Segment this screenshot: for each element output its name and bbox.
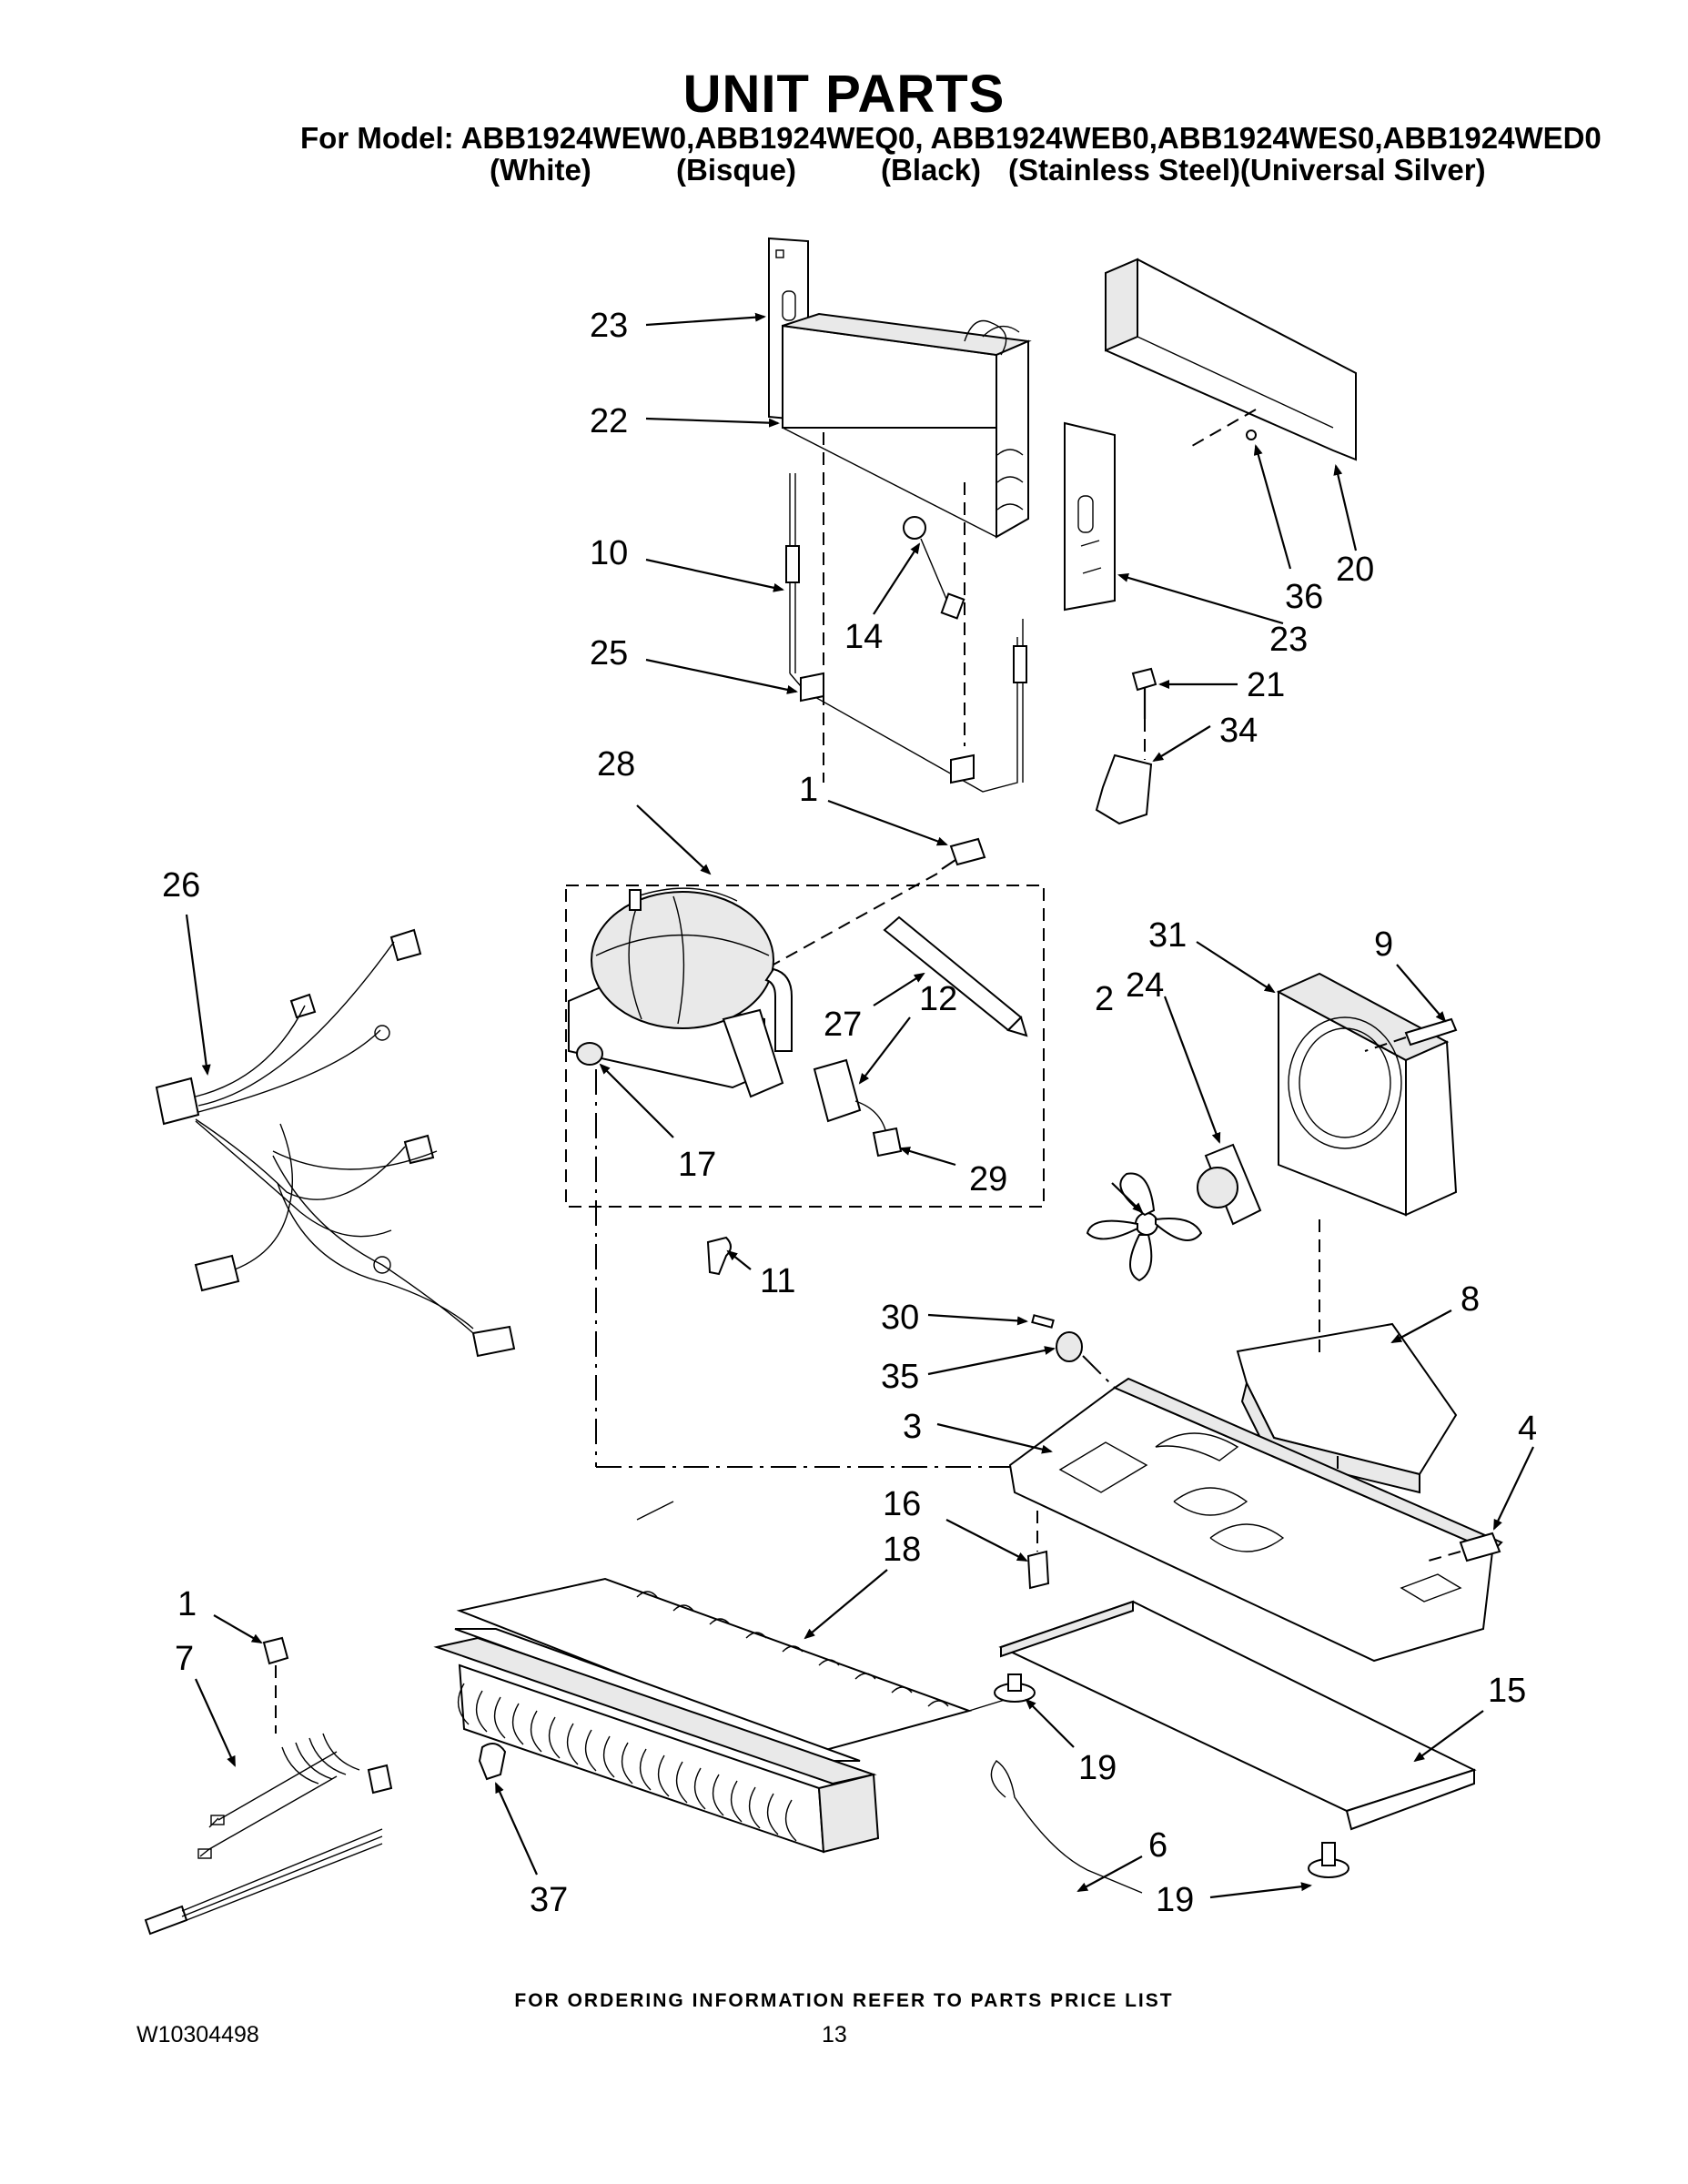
callout-23-left: 23 bbox=[590, 307, 628, 345]
base-cover-panel bbox=[998, 1600, 1477, 1831]
callout-20: 20 bbox=[1336, 551, 1374, 589]
callout-14: 14 bbox=[844, 618, 883, 656]
start-relay bbox=[813, 1058, 888, 1138]
compressor bbox=[568, 887, 793, 1098]
callout-9: 9 bbox=[1374, 925, 1393, 964]
callout-labels: 23 22 10 14 25 20 36 23 21 34 28 1 26 31… bbox=[162, 307, 1537, 1919]
ground-wire-harness bbox=[144, 1636, 393, 1936]
pin-30 bbox=[1031, 1314, 1055, 1329]
callout-19-lower: 19 bbox=[1156, 1881, 1194, 1919]
callout-16: 16 bbox=[883, 1485, 921, 1523]
evaporator-bracket-right bbox=[1064, 421, 1116, 612]
callout-28: 28 bbox=[597, 745, 635, 784]
leveling-foot-1 bbox=[994, 1673, 1036, 1703]
callout-6: 6 bbox=[1148, 1826, 1167, 1865]
screw-16 bbox=[1026, 1511, 1050, 1590]
screw-4 bbox=[1428, 1532, 1501, 1562]
callout-1-top: 1 bbox=[799, 771, 818, 809]
callout-31: 31 bbox=[1148, 916, 1187, 955]
callout-15: 15 bbox=[1488, 1672, 1526, 1710]
color-white: (White) bbox=[490, 153, 591, 187]
filter-drier bbox=[773, 873, 1028, 1037]
callout-7: 7 bbox=[175, 1640, 194, 1678]
color-black: (Black) bbox=[881, 153, 982, 187]
ordering-note: FOR ORDERING INFORMATION REFER TO PARTS … bbox=[514, 1990, 1174, 2011]
callout-18: 18 bbox=[883, 1531, 921, 1569]
wiring-harness bbox=[155, 928, 516, 1358]
callout-12: 12 bbox=[919, 980, 957, 1018]
page-title: UNIT PARTS bbox=[682, 65, 1006, 124]
callout-35: 35 bbox=[881, 1358, 919, 1396]
callout-19-upper: 19 bbox=[1078, 1749, 1117, 1787]
callout-10: 10 bbox=[590, 534, 628, 572]
relay-cover bbox=[872, 1127, 903, 1158]
fan-motor bbox=[1197, 1143, 1262, 1226]
callout-23-right: 23 bbox=[1269, 621, 1308, 659]
evaporator-coil bbox=[782, 312, 1032, 783]
leader-lines bbox=[185, 312, 1534, 1899]
tube-6 bbox=[990, 1760, 1143, 1894]
callout-24: 24 bbox=[1126, 966, 1164, 1005]
clip-34 bbox=[1095, 753, 1153, 825]
callout-22: 22 bbox=[590, 402, 628, 440]
document-number: W10304498 bbox=[136, 2022, 259, 2048]
screw-small bbox=[1246, 430, 1257, 440]
fan-shroud bbox=[1276, 972, 1458, 1217]
fan-blade bbox=[1086, 1172, 1203, 1282]
callout-3: 3 bbox=[903, 1408, 922, 1446]
page-number: 13 bbox=[822, 2022, 847, 2048]
screw-21 bbox=[1131, 667, 1157, 760]
callout-17: 17 bbox=[678, 1146, 716, 1184]
callout-8: 8 bbox=[1461, 1280, 1480, 1319]
clip-11 bbox=[706, 1236, 732, 1276]
defrost-heater bbox=[785, 473, 1027, 793]
callout-37: 37 bbox=[530, 1881, 568, 1919]
callout-4: 4 bbox=[1518, 1410, 1537, 1448]
color-stainless-silver: (Stainless Steel)(Universal Silver) bbox=[1008, 153, 1486, 187]
leveling-foot-2 bbox=[1308, 1842, 1349, 1878]
callout-36: 36 bbox=[1285, 578, 1323, 616]
callout-21: 21 bbox=[1247, 666, 1285, 704]
defrost-thermostat bbox=[903, 516, 965, 620]
base-pan bbox=[596, 1377, 1503, 1663]
callout-2: 2 bbox=[1095, 980, 1114, 1018]
color-bisque: (Bisque) bbox=[676, 153, 796, 187]
callout-34: 34 bbox=[1219, 712, 1258, 750]
condenser bbox=[433, 1501, 1029, 1854]
callout-26: 26 bbox=[162, 866, 200, 905]
callout-11: 11 bbox=[760, 1262, 795, 1300]
screw-9 bbox=[1364, 1017, 1458, 1052]
callout-1-bottom: 1 bbox=[177, 1585, 197, 1623]
grommet bbox=[576, 1042, 603, 1467]
evaporator-cover bbox=[1105, 258, 1357, 461]
callout-27: 27 bbox=[824, 1006, 862, 1044]
grommet-35 bbox=[1056, 1331, 1125, 1398]
clip-37 bbox=[478, 1743, 507, 1781]
model-list: For Model: ABB1924WEW0,ABB1924WEQ0, ABB1… bbox=[300, 121, 1602, 155]
callout-25: 25 bbox=[590, 634, 628, 672]
screw-top bbox=[941, 837, 986, 870]
callout-30: 30 bbox=[881, 1299, 919, 1337]
callout-29: 29 bbox=[969, 1160, 1007, 1198]
